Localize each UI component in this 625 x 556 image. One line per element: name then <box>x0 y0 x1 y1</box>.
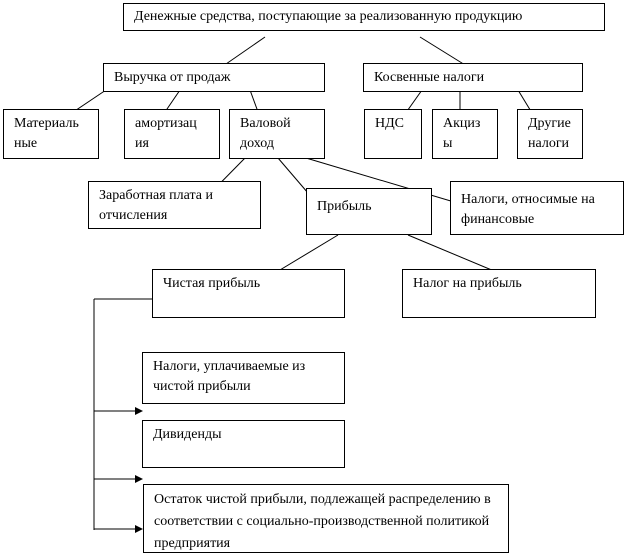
box-wages: Заработная плата и отчисления <box>88 181 261 229</box>
box-gross-income: Валовой доход <box>229 109 325 159</box>
box-excise: Акциз ы <box>432 109 498 159</box>
box-other-taxes: Другие налоги <box>517 109 583 159</box>
box-top: Денежные средства, поступающие за реализ… <box>123 3 605 31</box>
box-dividends: Дивиденды <box>142 420 345 468</box>
box-materials: Материаль ные <box>3 109 99 159</box>
box-vat: НДС <box>364 109 422 159</box>
box-net-profit: Чистая прибыль <box>152 269 345 318</box>
box-remainder: Остаток чистой прибыли, подлежащей распр… <box>143 484 509 553</box>
box-profit-tax: Налог на прибыль <box>402 269 596 318</box>
box-indirect-taxes: Косвенные налоги <box>363 63 583 92</box>
box-revenue: Выручка от продаж <box>103 63 325 92</box>
box-financial-taxes: Налоги, относимые на финансовые <box>450 181 624 235</box>
box-amortization: амортизац ия <box>124 109 220 159</box>
box-net-profit-taxes: Налоги, уплачиваемые из чистой прибыли <box>142 352 345 404</box>
box-profit: Прибыль <box>306 188 432 235</box>
